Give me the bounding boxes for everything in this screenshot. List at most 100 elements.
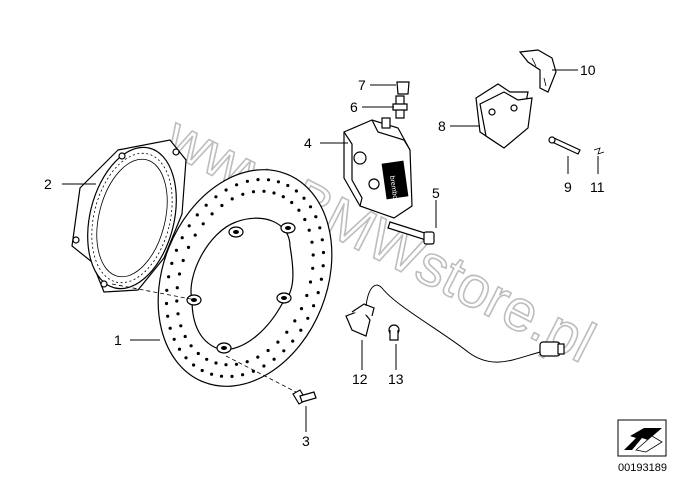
sensor-screw-icon [388,324,400,341]
disc-hole [235,183,239,187]
arrow-box-icon [617,419,667,457]
disc-hole [245,360,249,364]
disc-hole [245,179,249,183]
callout-12: 12 [352,371,368,387]
disc-hole [310,240,314,244]
disc-hole [177,347,182,351]
disc-hole [205,357,209,361]
disc-hole [311,253,315,257]
disc-hole [262,189,266,193]
disc-hole [187,224,191,228]
disc-hole [291,339,295,343]
disc-hole [184,356,188,360]
disc-hole [170,261,174,265]
anti-rattle-spring-icon [518,49,557,93]
disc-hole [318,226,322,230]
disc-hole [308,205,313,209]
disc-hole [195,213,199,217]
disc-hole [189,344,193,348]
disc-hole [281,195,285,199]
disc-hole [303,217,307,222]
bleed-valve-cap-icon [396,81,410,95]
abs-sensor-ring-icon [71,139,187,293]
bleed-valve-icon [392,95,408,119]
disc-hole [183,334,187,339]
catalog-code: 00193189 [618,462,667,474]
disc-hole [177,272,182,276]
callout-10: 10 [580,62,596,78]
disc-hole [299,328,303,332]
disc-hole [266,348,270,353]
callout-9: 9 [564,179,572,195]
callout-7: 7 [358,77,366,93]
callout-6: 6 [350,99,358,115]
disc-hole [308,280,313,284]
disc-hole [166,314,170,318]
callout-8: 8 [438,118,446,134]
disc-hole [297,208,301,212]
disc-hole [192,363,196,367]
callout-1: 1 [114,332,122,348]
disc-hole [214,361,218,365]
disc-hole [282,349,286,353]
leader-lines [62,69,599,432]
disc-hole [314,215,318,219]
disc-hole [181,258,185,263]
disc-hole [200,368,204,373]
disc-hole [276,340,280,344]
disc-hole [272,191,276,195]
callout-11: 11 [590,179,605,195]
disc-hole [210,212,214,216]
disc-hole [302,196,306,200]
disc-hole [320,238,324,242]
disc-hole [241,192,245,196]
disc-hole [224,188,228,192]
brake-caliper-icon: brembo [343,117,413,219]
disc-hole [256,178,260,182]
disc-hole [224,363,228,367]
disc-hole [176,312,180,316]
brake-disc-icon [157,169,333,387]
disc-hole [179,324,183,328]
disc-hole [175,286,179,290]
disc-hole [262,364,266,368]
spring-clip-icon [593,147,605,155]
disc-hole [219,374,224,378]
disc-hole [210,372,214,376]
callout-5: 5 [432,185,440,201]
brake-pad-icon [475,83,533,149]
disc-hole [214,195,218,199]
disc-hole [241,373,245,377]
disc-hole [311,266,315,270]
pad-pin-icon [548,136,581,155]
disc-hole [172,337,176,341]
disc-hole [305,293,309,298]
disc-hole [186,245,191,249]
disc-hole [272,357,276,361]
disc-hole [256,355,260,359]
disc-hole [285,330,289,334]
disc-hole [165,288,169,292]
disc-hole [312,304,316,308]
disc-hole [307,228,311,232]
disc-hole [319,277,323,281]
disc-hole [193,233,197,237]
disc-hole [299,307,304,311]
disc-hole [204,203,208,207]
disc-hole [266,178,271,182]
disc-hole [276,180,280,184]
disc-hole [306,316,310,320]
disc-hole [316,291,320,295]
disc-hole [168,326,172,330]
disc-hole [294,189,298,193]
disc-hole [230,374,234,378]
disc-hole [251,190,256,194]
disc-hole [230,197,234,201]
callout-3: 3 [302,433,310,449]
disc-hole [180,236,184,240]
callout-2: 2 [44,176,52,192]
disc-bolt-icon [292,389,317,405]
disc-hole [167,275,171,279]
disc-hole [234,362,239,366]
